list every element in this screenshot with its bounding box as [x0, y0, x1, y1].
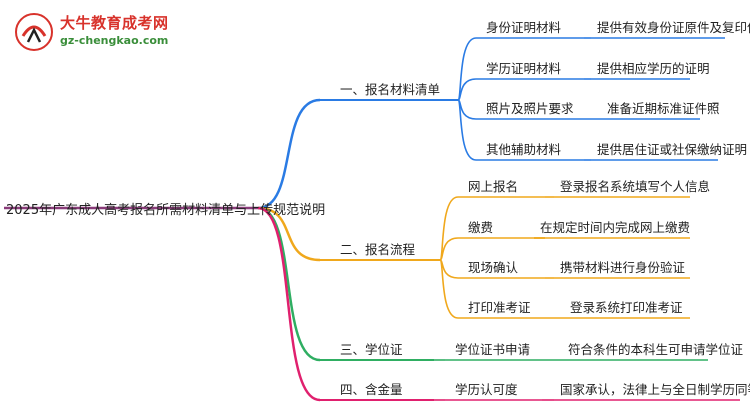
logo-mark-icon — [15, 13, 53, 51]
item-connector — [457, 78, 477, 101]
item-label: 打印准考证 — [468, 300, 531, 315]
item-label: 其他辅助材料 — [486, 142, 562, 157]
logo-url: gz-chengkao.com — [60, 34, 169, 47]
desc-label: 准备近期标准证件照 — [607, 101, 720, 116]
desc-label: 提供有效身份证原件及复印件 — [597, 20, 750, 35]
item-label: 学位证书申请 — [455, 342, 531, 357]
logo-name: 大牛教育成考网 — [60, 14, 169, 32]
desc-label: 提供居住证或社保缴纳证明 — [597, 142, 748, 157]
desc-label: 登录报名系统填写个人信息 — [560, 179, 711, 194]
branch-label: 一、报名材料清单 — [340, 82, 441, 97]
branch-connector — [257, 206, 321, 362]
item-label: 网上报名 — [468, 179, 519, 194]
branch-connector — [257, 206, 321, 402]
item-label: 缴费 — [468, 220, 494, 235]
item-connector — [457, 99, 477, 161]
desc-label: 符合条件的本科生可申请学位证 — [568, 342, 744, 357]
desc-label: 国家承认，法律上与全日制学历同等效力 — [560, 382, 750, 397]
item-connector — [439, 259, 459, 319]
branch-connector — [257, 206, 321, 262]
item-label: 照片及照片要求 — [486, 101, 574, 116]
root-topic: 2025年广东成人高考报名所需材料清单与上传规范说明 — [6, 203, 326, 218]
site-logo: 大牛教育成考网 gz-chengkao.com — [14, 10, 184, 54]
item-label: 学历认可度 — [455, 382, 518, 397]
item-label: 学历证明材料 — [486, 61, 562, 76]
desc-label: 携带材料进行身份验证 — [560, 260, 686, 275]
branch-connector — [257, 98, 321, 210]
desc-label: 登录系统打印准考证 — [570, 300, 683, 315]
item-label: 身份证明材料 — [486, 20, 562, 35]
branch-label: 二、报名流程 — [340, 242, 416, 257]
branch-label: 三、学位证 — [340, 342, 403, 357]
item-connector — [439, 237, 459, 261]
item-label: 现场确认 — [468, 260, 519, 275]
desc-label: 在规定时间内完成网上缴费 — [540, 220, 691, 235]
branch-label: 四、含金量 — [340, 382, 403, 397]
desc-label: 提供相应学历的证明 — [597, 61, 710, 76]
